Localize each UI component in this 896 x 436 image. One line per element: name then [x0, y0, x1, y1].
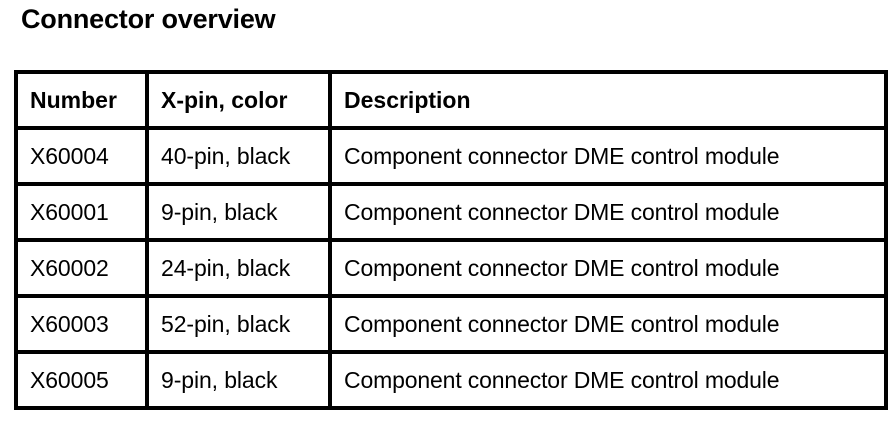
cell-description: Component connector DME control module: [328, 350, 888, 410]
cell-description: Component connector DME control module: [328, 182, 888, 242]
table-body: X60004 40-pin, black Component connector…: [14, 126, 888, 410]
cell-description: Component connector DME control module: [328, 126, 888, 186]
page-title: Connector overview: [21, 4, 276, 34]
table-header-row: Number X-pin, color Description: [14, 70, 888, 130]
cell-xpin-color: 9-pin, black: [145, 182, 332, 242]
table-row: X60005 9-pin, black Component connector …: [14, 350, 888, 410]
table-row: X60004 40-pin, black Component connector…: [14, 126, 888, 186]
cell-xpin-color: 24-pin, black: [145, 238, 332, 298]
cell-number: X60004: [14, 126, 149, 186]
cell-number: X60002: [14, 238, 149, 298]
table-row: X60001 9-pin, black Component connector …: [14, 182, 888, 242]
connector-overview-table: Number X-pin, color Description X60004 4…: [14, 70, 888, 410]
cell-description: Component connector DME control module: [328, 238, 888, 298]
cell-xpin-color: 9-pin, black: [145, 350, 332, 410]
column-header-xpin-color: X-pin, color: [145, 70, 332, 130]
cell-number: X60003: [14, 294, 149, 354]
table-header: Number X-pin, color Description: [14, 70, 888, 130]
cell-number: X60005: [14, 350, 149, 410]
cell-number: X60001: [14, 182, 149, 242]
cell-xpin-color: 40-pin, black: [145, 126, 332, 186]
table-row: X60003 52-pin, black Component connector…: [14, 294, 888, 354]
column-header-description: Description: [328, 70, 888, 130]
connector-overview-table-wrapper: Number X-pin, color Description X60004 4…: [14, 70, 888, 410]
column-header-number: Number: [14, 70, 149, 130]
cell-description: Component connector DME control module: [328, 294, 888, 354]
table-row: X60002 24-pin, black Component connector…: [14, 238, 888, 298]
cell-xpin-color: 52-pin, black: [145, 294, 332, 354]
